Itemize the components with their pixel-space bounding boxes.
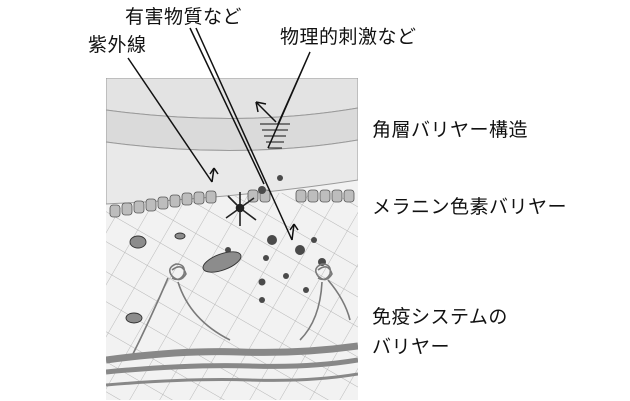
harmful-line-1	[189, 27, 265, 185]
skin-block	[106, 78, 358, 400]
harmful-line-2	[195, 27, 293, 241]
horny-reflect-arrow	[255, 101, 277, 123]
immune-barrier-label-line2: バリヤー	[372, 336, 451, 358]
fibroblast-cells	[125, 232, 242, 324]
physical-line	[267, 51, 311, 149]
physical-stimulus-label: 物理的刺激など	[280, 26, 417, 48]
uv-reflect-arrow	[209, 167, 219, 183]
coiled-fibers	[129, 263, 351, 361]
basal-cell-row	[109, 189, 355, 218]
horny-layer-barrier-label: 角層バリヤー構造	[372, 119, 529, 141]
pigment-particles	[225, 175, 326, 303]
harmful-reflect-arrow	[289, 223, 299, 241]
melanocyte-icon	[225, 192, 257, 226]
immune-barrier-label-line1: 免疫システムの	[372, 306, 508, 328]
blood-vessels	[106, 342, 358, 387]
harmful-substances-label: 有害物質など	[125, 6, 243, 28]
dermis-layer	[106, 190, 358, 400]
horny-wedge	[260, 123, 290, 149]
uv-line	[127, 57, 213, 183]
melanin-barrier-label: メラニン色素バリヤー	[372, 196, 568, 218]
uv-label: 紫外線	[88, 34, 147, 56]
annotation-lines	[127, 27, 311, 241]
immune-barrier-label: 免疫システムの バリヤー	[372, 302, 508, 362]
horny-layer-top	[106, 78, 358, 119]
